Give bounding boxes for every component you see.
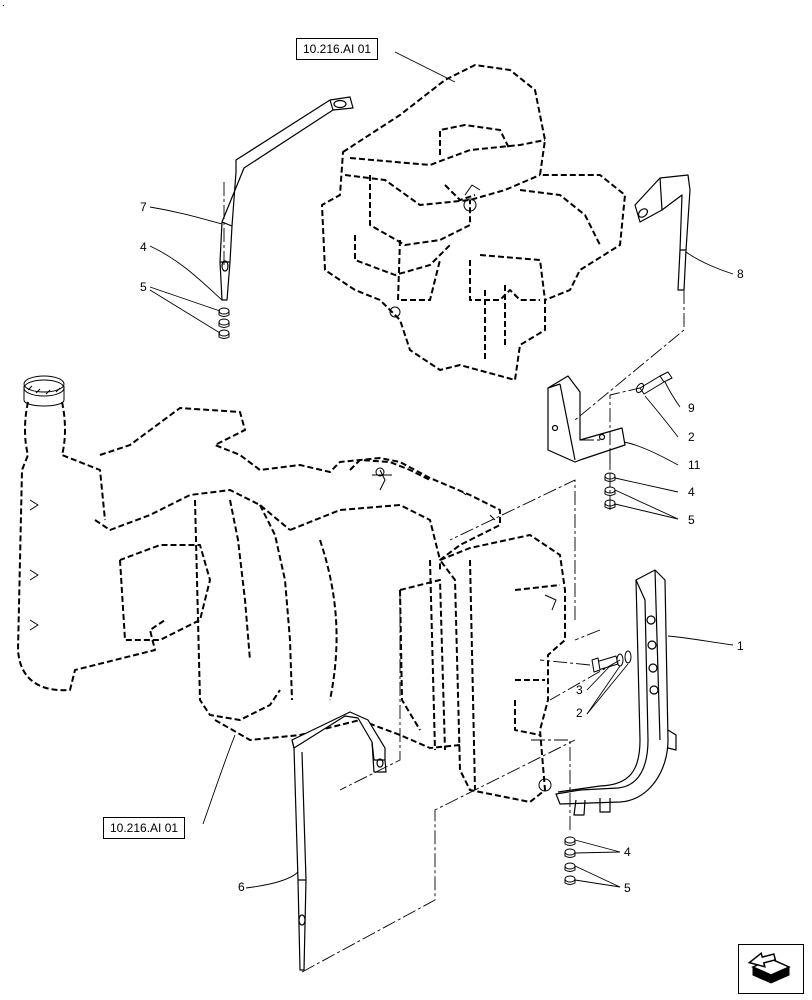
next-page-arrow-icon[interactable] (738, 944, 804, 994)
lower-tank-details (23, 375, 557, 792)
callout-3: 3 (576, 683, 583, 697)
callout-4-upper: 4 (140, 240, 147, 254)
bolt-3-washers-2 (591, 650, 632, 673)
callout-5-lower: 5 (624, 881, 631, 895)
callout-7: 7 (140, 200, 147, 214)
bolt-9-washer-2 (635, 371, 673, 395)
callout-8: 8 (737, 267, 744, 281)
callout-2-lower: 2 (576, 706, 583, 720)
arrow-glyph (747, 951, 791, 984)
strap-8 (634, 174, 691, 291)
callout-4-lower: 4 (624, 845, 631, 859)
strap-6 (291, 711, 387, 971)
nuts-washers-4-5-lower (564, 836, 576, 885)
callout-2-upper: 2 (688, 430, 695, 444)
lower-tank-assembly (17, 401, 566, 803)
bracket-1 (555, 569, 677, 816)
corner-dot: . (2, 0, 5, 9)
callout-4-mid: 4 (688, 485, 695, 499)
callout-11: 11 (688, 458, 701, 472)
reference-box-top[interactable]: 10.216.AI 01 (296, 38, 379, 60)
assembly-lines (223, 182, 685, 973)
callout-1: 1 (737, 639, 744, 653)
callout-9: 9 (688, 401, 695, 415)
bracket-11 (547, 375, 626, 463)
upper-tank-assembly (321, 64, 626, 381)
reference-box-bottom[interactable]: 10.216.AI 01 (103, 817, 186, 839)
leader-lines (149, 51, 734, 889)
nuts-washers-5-upper (218, 307, 230, 339)
callout-5-upper: 5 (140, 280, 147, 294)
strap-7 (219, 96, 354, 301)
callout-5-mid: 5 (688, 513, 695, 527)
upper-tank-fitting (389, 184, 481, 318)
callout-6: 6 (238, 880, 245, 894)
